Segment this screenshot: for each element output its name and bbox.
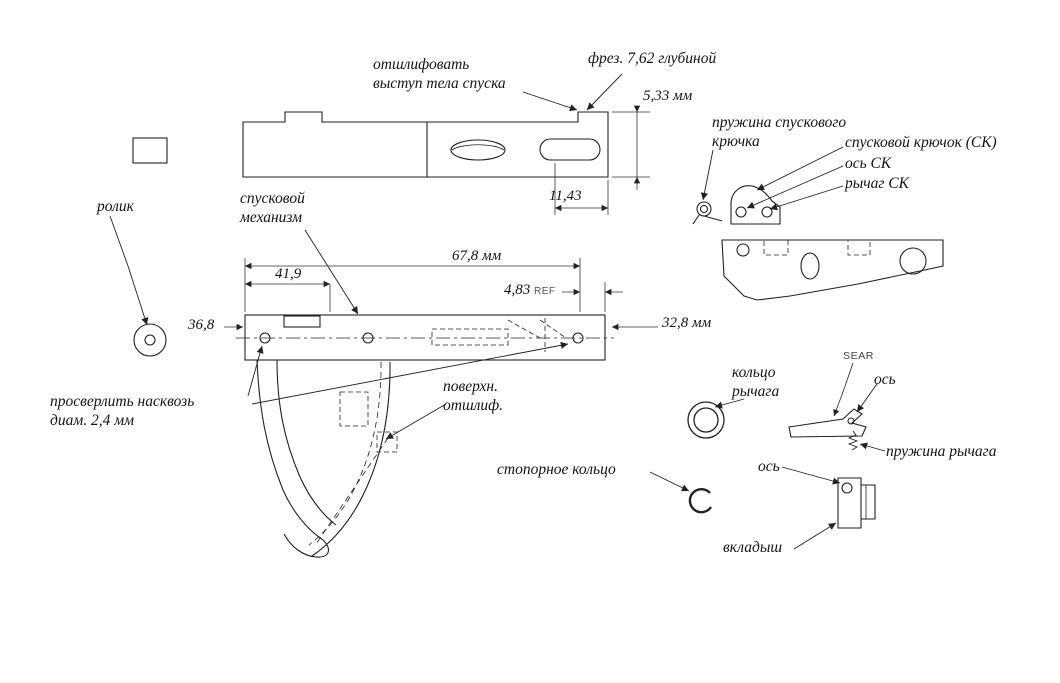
- trigger-spring-leader-line: [700, 149, 714, 201]
- label-retaining-ring: стопорное кольцо: [497, 461, 616, 478]
- ref-suffix: REF: [534, 286, 556, 297]
- dim-4-83-lines: [562, 282, 623, 312]
- label-insert: вкладыш: [723, 539, 783, 556]
- dimension-41-9: 41,9: [275, 266, 302, 282]
- mill-leader-line: [586, 73, 623, 111]
- label-insert-axis: ось: [758, 458, 780, 475]
- label-trigger-spring: пружина спускового крючка: [712, 114, 847, 150]
- trigger-lever-leader-line: [769, 185, 844, 211]
- label-surface-note: поверхн. отшлиф.: [443, 378, 504, 414]
- grind-leader-line: [522, 91, 578, 112]
- insert-part: [837, 477, 876, 529]
- lever-ring-leader-line: [714, 398, 745, 409]
- dimension-67-8: 67,8 мм: [452, 248, 502, 264]
- trigger-group-body: [721, 239, 944, 301]
- drill-leader-line-far: [251, 341, 569, 405]
- label-grind-note: отшлифовать выступ тела спуска: [373, 56, 506, 92]
- sear-axis-leader-line: [856, 383, 878, 413]
- retaining-ring-part: [688, 488, 712, 514]
- dimension-4-83-ref: 4,83 REF: [504, 282, 556, 299]
- top-view-part: [242, 111, 609, 178]
- trigger-hook-leader-line: [756, 146, 844, 191]
- roller-leader-line: [109, 215, 149, 326]
- small-plate-part: [132, 137, 168, 164]
- dim-11-43-lines: [554, 163, 609, 215]
- dimension-4-83: 4,83: [504, 282, 531, 298]
- label-drill-note: просверлить насквозь диам. 2,4 мм: [50, 393, 195, 429]
- surface-leader-line: [385, 403, 447, 440]
- label-roller: ролик: [97, 198, 134, 215]
- label-sear: SEAR: [843, 350, 874, 362]
- insert-leader-line: [793, 522, 837, 550]
- dim-41-9-lines: [245, 280, 331, 312]
- insert-axis-leader-line: [781, 466, 841, 485]
- dimension-36-8: 36,8: [188, 317, 215, 333]
- label-trigger-lever: рычаг СК: [845, 175, 909, 192]
- label-trigger-axis: ось СК: [845, 155, 892, 172]
- dim-5-33-lines: [612, 105, 650, 190]
- drill-leader-line-near: [247, 345, 264, 397]
- retaining-ring-leader-line: [649, 471, 690, 492]
- label-lever-ring: кольцо рычага: [732, 364, 780, 400]
- lever-ring-part: [687, 401, 725, 439]
- trigger-hook-part: [730, 185, 781, 225]
- label-lever-spring: пружина рычага: [886, 443, 997, 460]
- roller-part: [133, 323, 167, 357]
- dimension-5-33: 5,33 мм: [643, 88, 693, 104]
- lever-spring-leader-line: [859, 442, 886, 452]
- dimension-32-8: 32,8 мм: [662, 315, 712, 331]
- sear-leader-line: [833, 362, 854, 417]
- main-side-view: [236, 314, 614, 558]
- trigger-axis-leader-line: [746, 165, 844, 209]
- sear-lever-part: [788, 408, 867, 451]
- label-trigger-hook: спусковой крючок (СК): [845, 134, 997, 151]
- mechanism-leader-line: [304, 229, 359, 315]
- trigger-spring-part: [692, 201, 723, 225]
- dimension-11-43: 11,43: [549, 188, 582, 204]
- label-mill-depth: фрез. 7,62 глубиной: [588, 50, 717, 67]
- label-sear-axis: ось: [874, 371, 896, 388]
- label-mechanism: спусковой механизм: [240, 190, 305, 226]
